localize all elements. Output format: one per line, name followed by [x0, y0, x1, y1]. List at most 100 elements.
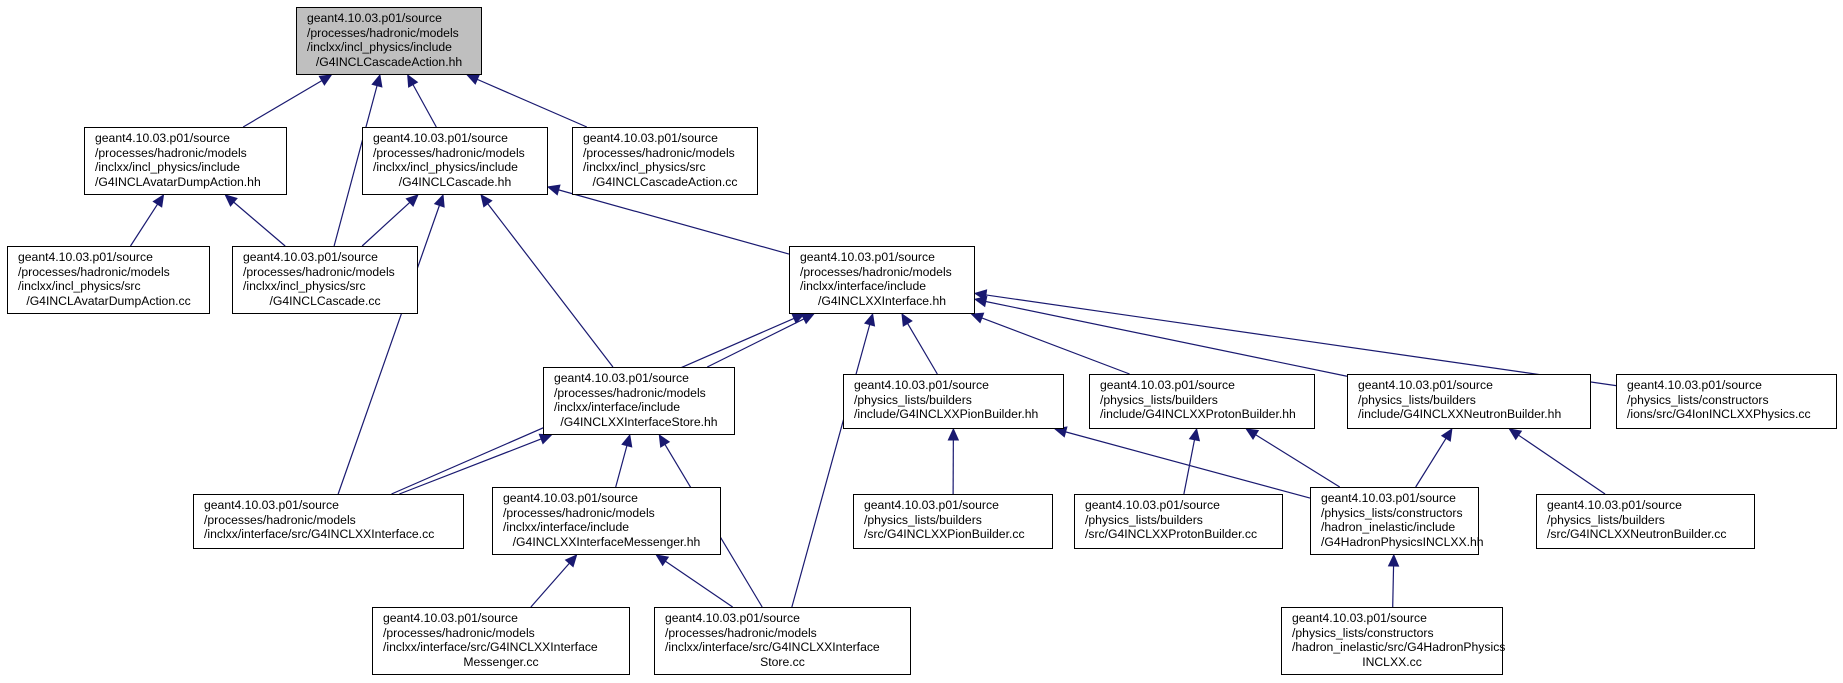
node-label-line: geant4.10.03.p01/source — [1358, 378, 1493, 392]
node-label-line: /processes/hadronic/models — [383, 625, 535, 640]
file-node[interactable]: geant4.10.03.p01/source/processes/hadron… — [84, 127, 287, 195]
dependency-edge — [480, 194, 614, 368]
node-label-line: /src/G4INCLXXPionBuilder.cc — [864, 527, 1025, 542]
edge-line — [412, 84, 437, 128]
edge-line — [907, 323, 938, 375]
file-node[interactable]: geant4.10.03.p01/source/physics_lists/co… — [1310, 487, 1484, 555]
node-label-line: /inclxx/incl_physics/src — [583, 160, 706, 175]
node-label-line: geant4.10.03.p01/source — [854, 378, 989, 392]
node-label-line: geant4.10.03.p01/source — [1547, 498, 1682, 512]
file-node[interactable]: geant4.10.03.p01/source/physics_lists/bu… — [843, 374, 1064, 429]
node-label-line: /src/G4INCLXXNeutronBuilder.cc — [1547, 527, 1727, 542]
dependency-edge — [791, 312, 876, 608]
dependency-edge — [947, 427, 960, 495]
dependency-edge — [970, 312, 1130, 375]
node-label-line: /physics_lists/builders — [854, 392, 972, 407]
node-label-line: /include/G4INCLXXNeutronBuilder.hh — [1358, 407, 1562, 422]
node-label-line: /include/G4INCLXXProtonBuilder.hh — [1100, 407, 1296, 422]
edge-line — [333, 85, 378, 247]
node-label-line: geant4.10.03.p01/source — [243, 250, 378, 264]
node-label-line: geant4.10.03.p01/source — [1627, 378, 1762, 392]
file-node[interactable]: geant4.10.03.p01/source/physics_lists/bu… — [1347, 374, 1591, 429]
root-file-node: geant4.10.03.p01/source/processes/hadron… — [296, 7, 482, 75]
node-label-line: geant4.10.03.p01/source — [383, 611, 518, 625]
dependency-edge — [1415, 427, 1453, 488]
node-label-line: geant4.10.03.p01/source — [307, 11, 442, 25]
file-node[interactable]: geant4.10.03.p01/source/processes/hadron… — [492, 487, 721, 555]
arrowhead-icon — [152, 193, 165, 208]
dependency-edge — [530, 554, 578, 608]
node-label-line: /processes/hadronic/models — [665, 625, 817, 640]
dependency-edge — [224, 194, 286, 247]
node-label-line: /physics_lists/constructors — [1627, 392, 1769, 407]
file-node[interactable]: geant4.10.03.p01/source/processes/hadron… — [572, 127, 758, 195]
dependency-edge — [1183, 427, 1201, 495]
dependency-edge — [901, 312, 938, 375]
node-label-line: /physics_lists/constructors — [1292, 625, 1434, 640]
file-node[interactable]: geant4.10.03.p01/source/physics_lists/bu… — [1536, 494, 1755, 549]
node-label-line: /physics_lists/builders — [1100, 392, 1218, 407]
node-label-line: /G4INCLXXInterface.hh — [817, 293, 947, 308]
edge-line — [985, 300, 1348, 377]
dependency-edge — [466, 74, 588, 128]
file-node[interactable]: geant4.10.03.p01/source/physics_lists/co… — [1616, 374, 1837, 429]
arrowhead-icon — [1508, 428, 1523, 441]
arrowhead-icon — [405, 194, 419, 208]
file-node[interactable]: geant4.10.03.p01/source/processes/hadron… — [654, 607, 911, 675]
arrowhead-icon — [1188, 427, 1201, 442]
node-label-line: /G4INCLCascadeAction.hh — [315, 54, 463, 69]
node-label-line: /physics_lists/constructors — [1321, 505, 1463, 520]
node-label-line: geant4.10.03.p01/source — [583, 131, 718, 145]
node-label-line: /processes/hadronic/models — [800, 264, 952, 279]
file-node[interactable]: geant4.10.03.p01/source/processes/hadron… — [193, 494, 464, 549]
node-label-line: /processes/hadronic/models — [204, 512, 356, 527]
dependency-edge — [399, 433, 553, 495]
node-label-line: /hadron_inelastic/src/G4HadronPhysics — [1292, 640, 1506, 655]
arrowhead-icon — [947, 427, 960, 441]
arrowhead-icon — [1387, 553, 1400, 567]
node-label-line: /include/G4INCLXXPionBuilder.hh — [854, 407, 1039, 422]
file-node[interactable]: geant4.10.03.p01/source/physics_lists/co… — [1281, 607, 1506, 675]
edge-line — [1415, 438, 1447, 488]
node-label-line: /inclxx/incl_physics/include — [307, 40, 452, 55]
dependency-edge — [615, 433, 633, 488]
node-label-line: geant4.10.03.p01/source — [1085, 498, 1220, 512]
arrowhead-icon — [970, 312, 985, 324]
file-node[interactable]: geant4.10.03.p01/source/processes/hadron… — [543, 367, 735, 435]
node-label-line: /physics_lists/builders — [1085, 512, 1203, 527]
dependency-edge — [407, 73, 437, 128]
node-label-line: /inclxx/interface/src/G4INCLXXInterface — [665, 640, 880, 655]
node-label-line: geant4.10.03.p01/source — [204, 498, 339, 512]
dependency-edge — [1245, 428, 1341, 488]
node-label-line: /processes/hadronic/models — [583, 145, 735, 160]
node-label-line: geant4.10.03.p01/source — [503, 491, 638, 505]
file-node[interactable]: geant4.10.03.p01/source/physics_lists/bu… — [853, 494, 1053, 549]
node-label-line: geant4.10.03.p01/source — [95, 131, 230, 145]
node-label-line: /processes/hadronic/models — [373, 145, 525, 160]
node-label-line: /inclxx/interface/src/G4INCLXXInterface — [383, 640, 598, 655]
edge-line — [665, 560, 733, 608]
node-label-line: /ions/src/G4IonINCLXXPhysics.cc — [1627, 407, 1811, 422]
file-node[interactable]: geant4.10.03.p01/source/processes/hadron… — [362, 127, 548, 195]
file-node[interactable]: geant4.10.03.p01/source/physics_lists/bu… — [1089, 374, 1315, 429]
node-label-line: /inclxx/interface/include — [503, 520, 629, 535]
dependency-edge — [1053, 426, 1311, 499]
edge-line — [707, 318, 805, 368]
node-label-line: Messenger.cc — [463, 654, 539, 669]
file-node[interactable]: geant4.10.03.p01/source/physics_lists/bu… — [1074, 494, 1283, 549]
node-label-line: /inclxx/incl_physics/include — [95, 160, 240, 175]
node-label-line: /physics_lists/builders — [864, 512, 982, 527]
node-label-line: geant4.10.03.p01/source — [1292, 611, 1427, 625]
edge-line — [242, 80, 323, 128]
file-node[interactable]: geant4.10.03.p01/source/processes/hadron… — [232, 246, 418, 314]
node-label-line: /G4INCLCascadeAction.cc — [592, 174, 738, 189]
file-node[interactable]: geant4.10.03.p01/source/processes/hadron… — [372, 607, 630, 675]
edge-line — [361, 201, 411, 247]
file-node[interactable]: geant4.10.03.p01/source/processes/hadron… — [7, 246, 210, 314]
node-label-line: geant4.10.03.p01/source — [373, 131, 508, 145]
file-node[interactable]: geant4.10.03.p01/source/processes/hadron… — [789, 246, 975, 314]
edge-line — [558, 189, 790, 255]
dependency-edge — [129, 193, 165, 247]
arrowhead-icon — [973, 289, 988, 301]
